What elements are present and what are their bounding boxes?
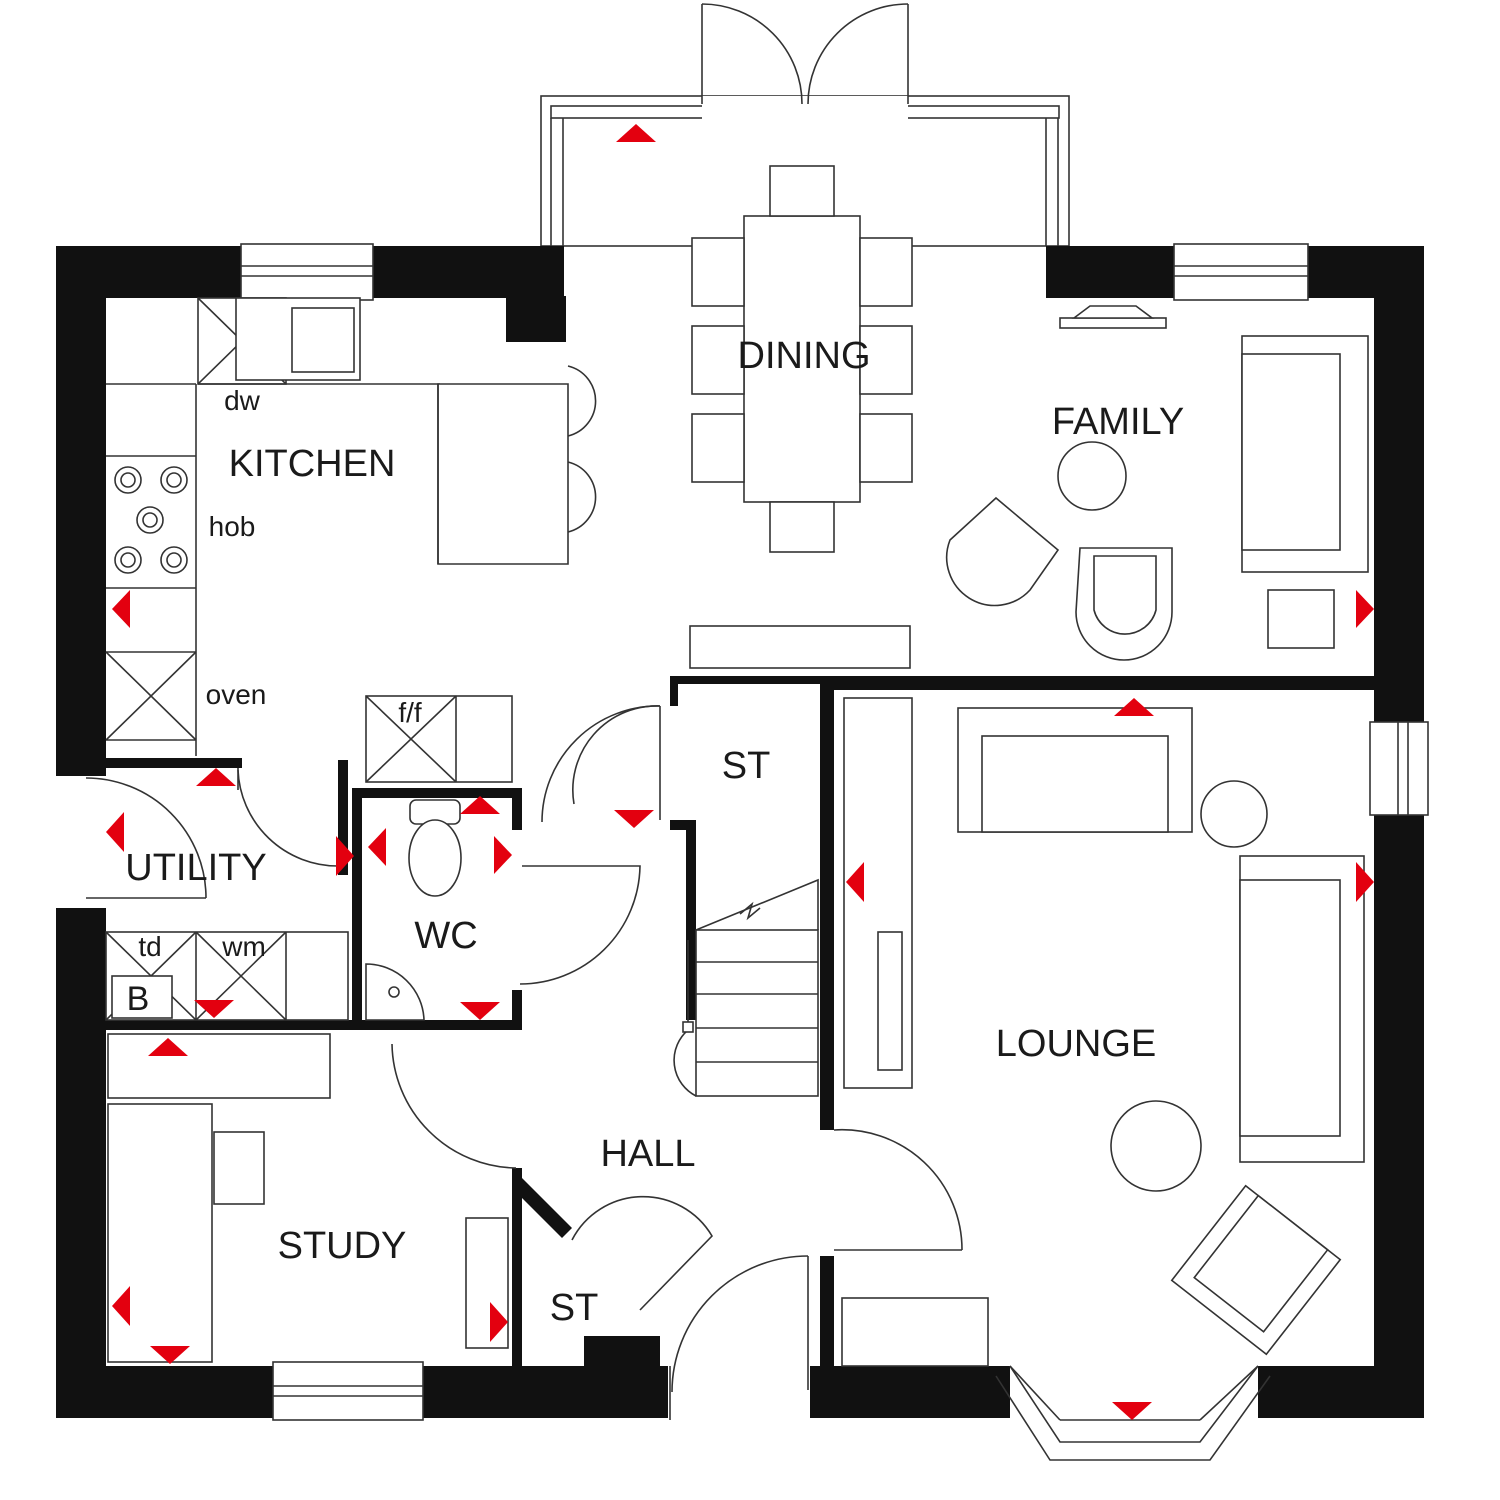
kitchen-units <box>105 297 597 783</box>
wc-fittings <box>365 799 462 1021</box>
room-label-store-upper: ST <box>722 745 771 787</box>
room-labels: DINING FAMILY KITCHEN UTILITY WC ST LOUN… <box>125 335 1184 1329</box>
front-door[interactable] <box>669 1255 809 1420</box>
windows <box>240 243 1429 1461</box>
internal-doors[interactable] <box>85 705 963 1311</box>
french-doors[interactable] <box>701 3 909 120</box>
room-label-dining: DINING <box>738 335 871 377</box>
appliance-label-washing-machine: wm <box>221 931 266 962</box>
study-furniture <box>107 1033 509 1363</box>
family-furniture <box>945 305 1369 661</box>
appliance-label-fridge-freezer: f/f <box>398 697 422 728</box>
appliance-label-hob: hob <box>209 511 256 542</box>
appliance-labels: dw hob oven f/f td wm B <box>127 385 422 1018</box>
internal-walls <box>106 676 1380 1368</box>
appliance-label-tumble-dryer: td <box>138 931 161 962</box>
room-label-kitchen: KITCHEN <box>229 443 396 485</box>
appliance-label-dishwasher: dw <box>224 385 261 416</box>
room-label-lounge: LOUNGE <box>996 1023 1156 1065</box>
room-label-wc: WC <box>414 915 477 957</box>
room-label-store-lower: ST <box>550 1287 599 1329</box>
room-label-utility: UTILITY <box>125 847 266 889</box>
room-label-family: FAMILY <box>1052 401 1184 443</box>
dining-table <box>689 165 913 669</box>
staircase <box>673 878 819 1097</box>
appliance-label-boiler: B <box>127 980 150 1018</box>
lounge-furniture <box>841 697 1365 1367</box>
room-label-study: STUDY <box>278 1225 407 1267</box>
room-label-hall: HALL <box>600 1133 695 1175</box>
red-markers <box>106 124 1374 1420</box>
appliance-label-oven: oven <box>206 679 267 710</box>
